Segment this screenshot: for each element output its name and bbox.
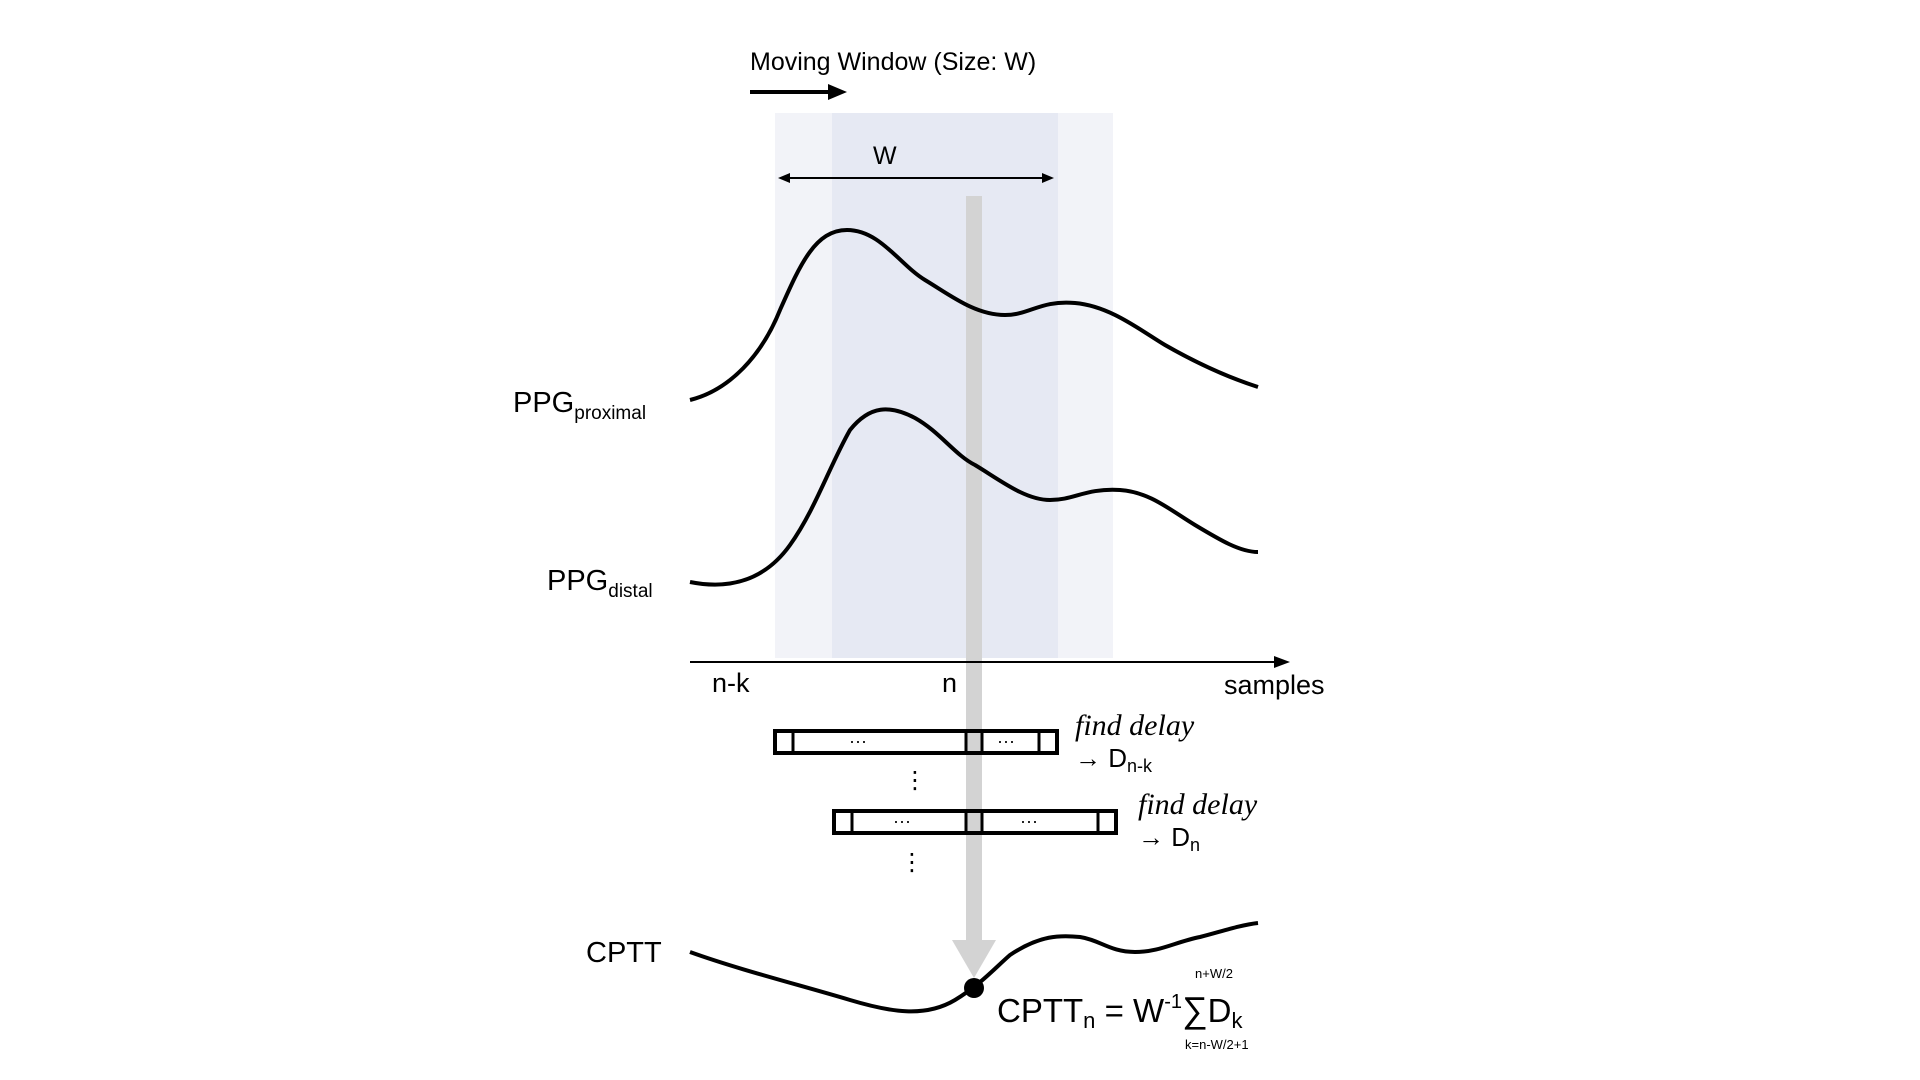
window-box-n [832,809,1118,835]
window-box-n-dots-left: ··· [893,811,911,831]
window-width-double-arrow-icon [778,173,1054,183]
vertical-ellipsis-upper: ⋮ [903,767,927,794]
axis-label-samples: samples [1224,670,1325,700]
delay-result-n-minus-k: → Dn-k [1075,743,1153,776]
window-box-n-minus-k-dots-left: ··· [849,731,867,751]
ppg-distal-curve [689,407,1259,587]
moving-direction-arrow-icon [750,84,847,100]
find-delay-n-label: find delay [1138,788,1258,821]
window-band-inner [832,113,1058,658]
axis-tick-n-minus-k: n-k [712,668,750,698]
moving-window-title: Moving Window (Size: W) [750,48,1036,76]
delay-result-n: → Dn [1138,822,1200,855]
find-delay-n-minus-k-label: find delay [1075,709,1195,742]
formula-lower-limit: k=n-W/2+1 [1185,1037,1249,1052]
vertical-ellipsis-lower: ⋮ [900,849,924,876]
window-box-n-minus-k [773,729,1059,755]
cptt-n-point [964,978,984,998]
window-width-label: W [873,142,897,170]
sample-n-marker-arrow [952,196,996,978]
cptt-label: CPTT [586,937,662,969]
ppg-proximal-curve [689,227,1259,402]
window-box-n-dots-right: ··· [1020,811,1038,831]
ppg-distal-label: PPGdistal [547,565,653,602]
cptt-curve [689,921,1259,1014]
window-box-n-minus-k-dots-right: ··· [997,731,1015,751]
formula-upper-limit: n+W/2 [1195,966,1233,981]
formula-cptt: CPTTn = W-1∑Dk [997,989,1244,1033]
axis-tick-n: n [942,668,957,698]
samples-axis [690,656,1290,668]
ppg-proximal-label: PPGproximal [513,387,646,424]
